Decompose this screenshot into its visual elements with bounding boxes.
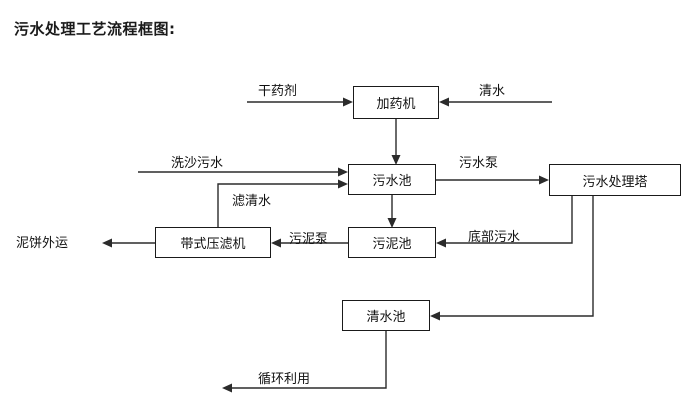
arrowhead-tower-to-clearwater <box>430 311 440 321</box>
edge-tower-bottom-to-sludge <box>444 196 573 244</box>
edge-label-bottom-sewage: 底部污水 <box>468 230 521 245</box>
node-sludge-pool[interactable]: 污泥池 <box>348 227 436 258</box>
arrowhead-sludge-pump <box>271 238 281 248</box>
edge-label-sand-wash-sewage: 洗沙污水 <box>171 156 224 171</box>
node-label-sludge-pool: 污泥池 <box>372 237 412 252</box>
edge-clearwater-to-recycle <box>230 331 387 389</box>
arrowhead-dosing-to-wastewater <box>391 155 401 165</box>
node-label-wastewater-pool: 污水池 <box>372 174 412 189</box>
node-belt-filter-press[interactable]: 带式压滤机 <box>155 227 271 258</box>
edge-label-mud-cake-transport: 泥饼外运 <box>16 236 69 251</box>
edge-label-filtered-water: 滤清水 <box>232 194 272 209</box>
node-wastewater-pool[interactable]: 污水池 <box>348 164 436 195</box>
edge-label-dry-agent: 干药剂 <box>258 84 298 99</box>
edge-tower-to-clearwater <box>438 196 594 317</box>
edge-label-recycle-reuse: 循环利用 <box>258 372 311 387</box>
arrowhead-bottom-sewage <box>436 238 446 248</box>
arrowhead-sewage-pump <box>539 175 549 185</box>
edge-label-clean-water: 清水 <box>479 84 506 99</box>
arrowhead-dry-agent <box>343 97 353 107</box>
node-dosing-machine[interactable]: 加药机 <box>353 86 439 119</box>
arrowhead-wastewater-to-sludge <box>387 218 397 228</box>
arrowhead-sandwash <box>338 167 348 177</box>
node-label-treatment-tower: 污水处理塔 <box>582 174 648 190</box>
node-label-belt-filter-press: 带式压滤机 <box>180 237 246 252</box>
node-label-clear-water-pool: 清水池 <box>366 310 406 325</box>
edge-label-sludge-pump: 污泥泵 <box>289 232 329 247</box>
arrowhead-filtered-water <box>338 179 348 189</box>
node-clear-water-pool[interactable]: 清水池 <box>342 300 430 331</box>
page-title: 污水处理工艺流程框图: <box>14 20 176 38</box>
edge-filtered-water-to-wastewater <box>217 183 340 227</box>
arrowhead-mudcake <box>102 238 112 248</box>
edge-label-sewage-pump: 污水泵 <box>459 156 499 171</box>
node-treatment-tower[interactable]: 污水处理塔 <box>549 164 681 196</box>
arrowhead-clean-water <box>439 97 449 107</box>
node-label-dosing-machine: 加药机 <box>376 97 416 112</box>
arrowhead-recycle <box>222 383 232 393</box>
